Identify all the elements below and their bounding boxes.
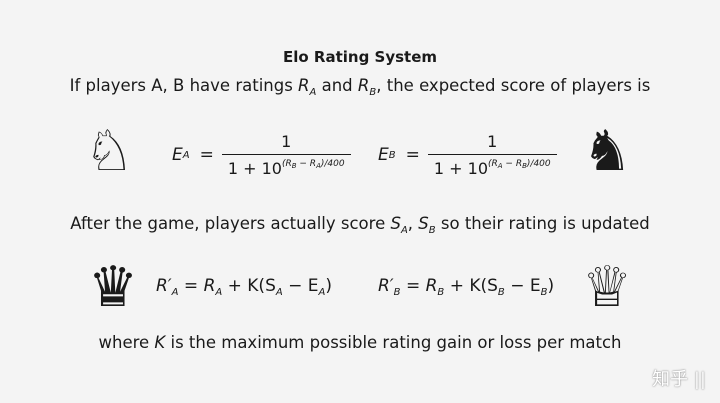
update-a-formula: R′A = RA + K(SA − EA) bbox=[156, 276, 332, 298]
ua-close: ) bbox=[325, 276, 332, 296]
after-comma: , bbox=[407, 214, 419, 233]
ub-s-subscript: B bbox=[497, 287, 505, 298]
page-title: Elo Rating System bbox=[282, 48, 438, 66]
white-queen-icon: ♕ bbox=[582, 255, 633, 320]
rb-symbol: R bbox=[357, 76, 370, 95]
ub-r-symbol: R bbox=[425, 276, 438, 296]
ub-equals: = bbox=[400, 276, 426, 296]
intro-text-2: , the expected score of players is bbox=[376, 76, 651, 95]
ua-minus-e: − E bbox=[282, 276, 319, 296]
after-game-line: After the game, players actually score S… bbox=[0, 214, 720, 236]
ua-e-subscript: A bbox=[318, 287, 326, 298]
ea-exp-sub-a: A bbox=[316, 162, 321, 170]
ra-prime-symbol: R′ bbox=[156, 276, 172, 296]
ea-numerator: 1 bbox=[281, 132, 292, 151]
ua-s-subscript: A bbox=[275, 287, 283, 298]
white-knight-icon: ♘ bbox=[84, 119, 135, 184]
ea-denominator: 1 + 10(RB − RA)/400 bbox=[221, 154, 351, 178]
k-symbol: K bbox=[154, 333, 166, 352]
sa-symbol: S bbox=[390, 214, 401, 233]
update-b-formula: R′B = RB + K(SB − EB) bbox=[378, 276, 554, 298]
intro-text-1: If players A, B have ratings bbox=[69, 76, 299, 95]
intro-and: and bbox=[316, 76, 358, 95]
ub-minus-e: − E bbox=[504, 276, 541, 296]
eb-equals: = bbox=[405, 145, 420, 165]
ua-r-subscript: A bbox=[215, 287, 223, 298]
eb-exp-minus: − R bbox=[502, 159, 523, 169]
eb-exp-sub-b: B bbox=[522, 162, 527, 170]
ea-subscript: A bbox=[182, 149, 190, 161]
rb-prime-symbol: R′ bbox=[378, 276, 394, 296]
ua-r-symbol: R bbox=[203, 276, 216, 296]
black-queen-icon: ♛ bbox=[88, 255, 139, 320]
rb-subscript: B bbox=[369, 87, 377, 98]
eb-denominator: 1 + 10(RA − RB)/400 bbox=[427, 154, 557, 178]
intro-line: If players A, B have ratings RA and RB, … bbox=[0, 76, 720, 98]
ra-symbol: R bbox=[298, 76, 310, 95]
eb-exp-tail: )/400 bbox=[526, 159, 551, 169]
ea-exp-sub-b: B bbox=[291, 162, 297, 170]
ea-den-base: 1 + 10 bbox=[227, 159, 282, 178]
ea-exponent: (RB − RA)/400 bbox=[281, 159, 345, 170]
eb-subscript: B bbox=[388, 149, 396, 161]
ub-k-term: + K(S bbox=[444, 276, 498, 296]
ub-e-subscript: B bbox=[540, 287, 548, 298]
ea-symbol: E bbox=[172, 145, 183, 165]
ua-equals: = bbox=[178, 276, 204, 296]
eb-exp-sub-a: A bbox=[497, 162, 503, 170]
after-text-2: so their rating is updated bbox=[435, 214, 650, 233]
k-definition-line: where K is the maximum possible rating g… bbox=[0, 333, 720, 352]
ub-r-subscript: B bbox=[437, 287, 445, 298]
eb-fraction: 1 1 + 10(RA − RB)/400 bbox=[427, 132, 557, 178]
sb-symbol: S bbox=[418, 214, 429, 233]
ea-exp-minus: − R bbox=[296, 159, 317, 169]
sa-subscript: A bbox=[400, 225, 408, 236]
kdef-text-1: where bbox=[98, 333, 155, 352]
ea-fraction: 1 1 + 10(RB − RA)/400 bbox=[221, 132, 351, 178]
rb-prime-subscript: B bbox=[393, 287, 401, 298]
black-knight-icon: ♞ bbox=[582, 119, 633, 184]
eb-exp-open: (R bbox=[488, 159, 498, 169]
after-text-1: After the game, players actually score bbox=[70, 214, 391, 233]
eb-exponent: (RA − RB)/400 bbox=[488, 159, 551, 170]
zhihu-watermark: 知乎 || bbox=[652, 369, 706, 390]
kdef-text-2: is the maximum possible rating gain or l… bbox=[165, 333, 622, 352]
ea-equals: = bbox=[199, 145, 214, 165]
ua-k-term: + K(S bbox=[222, 276, 276, 296]
eb-numerator: 1 bbox=[487, 132, 498, 151]
sb-subscript: B bbox=[428, 225, 436, 236]
eb-symbol: E bbox=[378, 145, 389, 165]
ra-subscript: A bbox=[309, 87, 317, 98]
ea-exp-open: (R bbox=[281, 159, 292, 169]
ea-exp-tail: )/400 bbox=[320, 159, 345, 169]
ub-close: ) bbox=[547, 276, 555, 296]
eb-den-base: 1 + 10 bbox=[433, 159, 488, 178]
ra-prime-subscript: A bbox=[171, 287, 179, 298]
